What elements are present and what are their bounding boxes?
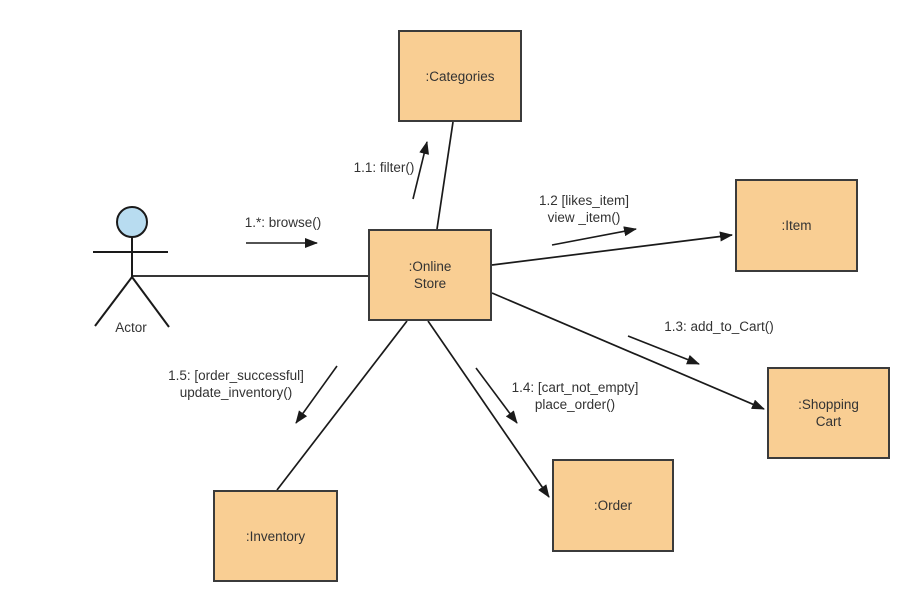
actor-label: Actor: [115, 320, 147, 335]
message-arrow-add-to-cart: [627, 335, 700, 365]
node-shopping-cart-label: :Shopping Cart: [798, 397, 859, 429]
node-online-store-label: :Online Store: [408, 259, 452, 291]
message-label-view-item: 1.2 [likes_item] view _item(): [538, 193, 630, 225]
link-onlinestore-categories: [436, 121, 454, 230]
link-onlinestore-order: [427, 320, 550, 498]
node-item-label: :Item: [781, 218, 812, 233]
message-label-place-order: 1.4: [cart_not_empty] place_order(): [511, 380, 639, 412]
message-arrow-view-item: [551, 226, 637, 246]
node-order-label: :Order: [593, 498, 633, 513]
actor-leg-left: [94, 276, 133, 327]
node-categories-label: :Categories: [425, 68, 495, 84]
link-onlinestore-inventory: [276, 320, 408, 491]
message-label-filter: 1.1: filter(): [353, 160, 415, 175]
message-label-update-inventory: 1.5: [order_successful] update_inventory…: [168, 368, 304, 400]
node-inventory-label: :Inventory: [245, 528, 306, 544]
link-onlinestore-item: [491, 231, 733, 266]
message-label-browse: 1.*: browse(): [244, 215, 322, 230]
message-label-add-to-cart: 1.3: add_to_Cart(): [664, 319, 774, 334]
node-order: :Order: [552, 459, 674, 552]
node-inventory: :Inventory: [213, 490, 338, 582]
node-categories: :Categories: [398, 30, 522, 122]
link-onlinestore-shoppingcart: [491, 292, 765, 410]
node-online-store: :Online Store: [368, 229, 492, 321]
actor-figure: [93, 206, 170, 328]
message-arrow-place-order: [475, 367, 518, 424]
actor-head: [116, 206, 148, 238]
message-arrow-filter: [412, 141, 429, 200]
actor-leg-right: [131, 276, 170, 328]
message-arrow-update-inventory: [295, 365, 338, 424]
node-shopping-cart: :Shopping Cart: [767, 367, 890, 459]
node-item: :Item: [735, 179, 858, 272]
